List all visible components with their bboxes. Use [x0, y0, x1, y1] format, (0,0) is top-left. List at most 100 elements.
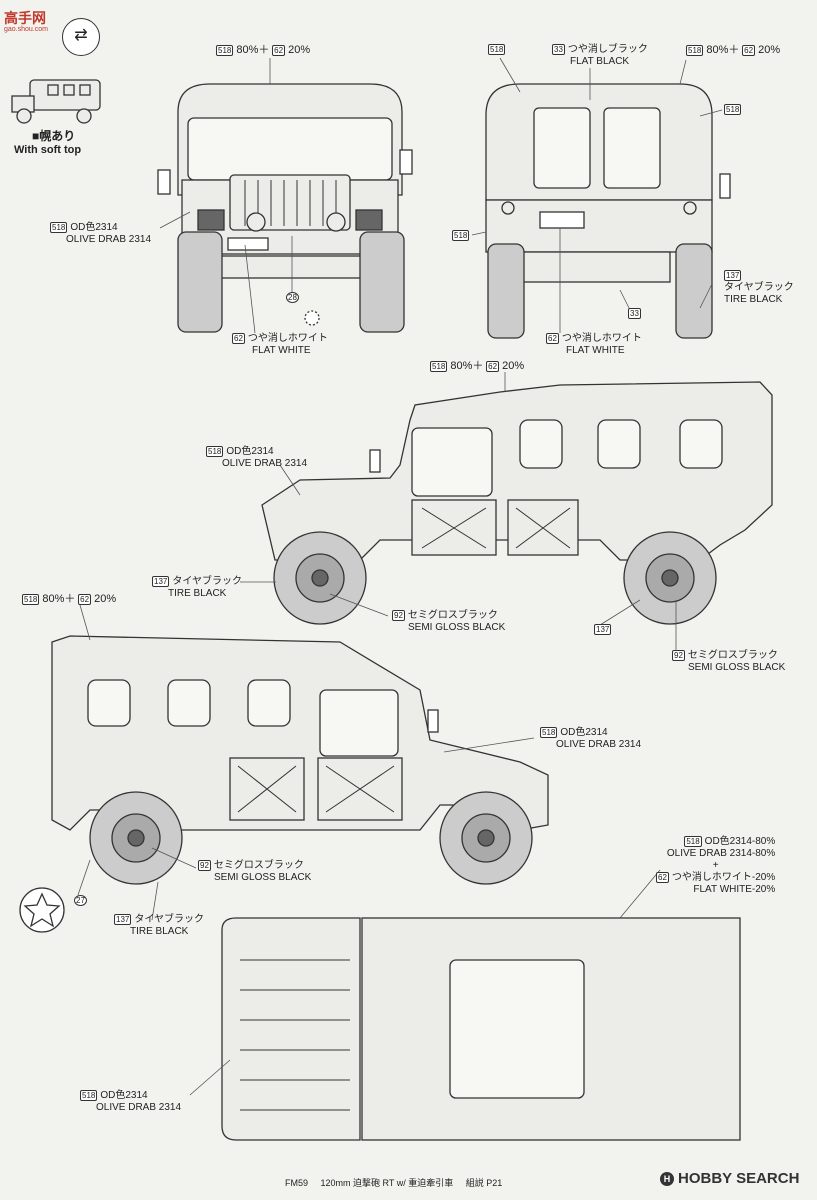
paint-number: 92 — [198, 860, 211, 871]
side1-137-label: 137 — [594, 624, 614, 636]
rear-518b-label: 518 — [724, 104, 744, 116]
mix-plus: + — [712, 860, 719, 872]
paint-name-jp: タイヤブラック — [724, 282, 794, 294]
paint-name-en: SEMI GLOSS BLACK — [688, 662, 786, 674]
paint-number: 518 — [430, 360, 448, 372]
paint-number: 518 — [452, 230, 470, 241]
paint-percent: 80%＋ — [706, 44, 740, 56]
paint-number: 518 — [22, 593, 40, 605]
paint-name-jp: OD色2314 — [70, 222, 118, 234]
footer-page: 組説 P21 — [465, 1178, 503, 1188]
inset-vehicle-drawing — [11, 79, 101, 124]
part-number: 28 — [286, 292, 299, 303]
site-watermark: 高手网 gao.shou.com — [4, 8, 48, 33]
paint-number: 518 — [80, 1090, 98, 1101]
paint-number: 62 — [742, 44, 756, 56]
paint-name-en: TIRE BLACK — [724, 294, 783, 306]
site-watermark-url: gao.shou.com — [4, 26, 48, 33]
paint-name-en: OLIVE DRAB 2314-80% — [666, 848, 776, 860]
page-footer: FM59 120mm 迫撃砲 RT w/ 重迫牽引車 組説 P21 — [285, 1176, 512, 1189]
paint-percent: 80%＋ — [42, 593, 76, 605]
paint-name-en: FLAT BLACK — [570, 56, 630, 68]
paint-name-jp: つや消しホワイト — [561, 333, 642, 345]
top-view-drawing — [221, 917, 741, 1141]
rear-33-label: 33 — [628, 308, 644, 320]
footer-code: FM59 — [285, 1178, 309, 1188]
paint-name-jp: つや消しホワイト-20% — [671, 872, 776, 884]
paint-number: 518 — [684, 836, 702, 847]
paint-name-jp: つや消しブラック — [567, 44, 648, 56]
paint-number: 518 — [206, 446, 224, 457]
paint-percent: 80%＋ — [450, 360, 484, 372]
side2-27-label: 27 — [74, 895, 90, 907]
paint-number: 33 — [552, 44, 565, 55]
paint-name-en: FLAT WHITE-20% — [693, 884, 776, 896]
paint-name-jp: OD色2314 — [560, 727, 608, 739]
paint-number: 518 — [50, 222, 68, 233]
paint-number: 137 — [724, 270, 742, 281]
paint-name-en: TIRE BLACK — [130, 926, 189, 938]
paint-percent: 20% — [94, 593, 117, 605]
paint-percent: 20% — [502, 360, 525, 372]
paint-name-en: SEMI GLOSS BLACK — [408, 622, 506, 634]
paint-number: 518 — [724, 104, 742, 115]
paint-number: 137 — [152, 576, 170, 587]
paint-name-jp: タイヤブラック — [134, 914, 205, 926]
paint-name-jp: OD色2314-80% — [704, 836, 776, 848]
paint-number: 518 — [540, 727, 558, 738]
brand-logo-icon: H — [660, 1172, 674, 1187]
paint-name-en: SEMI GLOSS BLACK — [214, 872, 312, 884]
paint-name-jp: OD色2314 — [100, 1090, 148, 1102]
front-view-drawing — [157, 83, 413, 333]
inset-subtitle: With soft top — [14, 144, 82, 156]
paint-name-en: OLIVE DRAB 2314 — [222, 458, 308, 470]
rear-518c-label: 518 — [452, 230, 472, 242]
paint-number: 62 — [656, 872, 669, 884]
paint-name-jp: タイヤブラック — [172, 576, 243, 588]
paint-name-en: OLIVE DRAB 2314 — [556, 739, 642, 751]
paint-number: 62 — [272, 44, 286, 56]
paint-number: 62 — [232, 333, 245, 344]
star-marks — [19, 310, 320, 933]
paint-name-jp: セミグロスブラック — [213, 860, 304, 872]
site-watermark-text: 高手网 — [4, 10, 46, 26]
brand-watermark: H HOBBY SEARCH — [660, 1170, 799, 1187]
rear-view-drawing — [485, 83, 731, 339]
front-28-label: 28 — [286, 292, 302, 304]
paint-number: 62 — [546, 333, 559, 344]
rear-tire-label: 137 タイヤブラック TIRE BLACK — [724, 270, 794, 306]
paint-number: 137 — [114, 914, 132, 925]
paint-number: 62 — [486, 360, 500, 372]
paint-number: 62 — [78, 593, 92, 605]
paint-name-jp: つや消しホワイト — [247, 333, 328, 345]
paint-number: 92 — [392, 610, 405, 621]
paint-percent: 20% — [758, 44, 781, 56]
swap-arrows-icon: ⇄ — [62, 18, 100, 56]
paint-percent: 20% — [288, 44, 311, 56]
paint-number: 92 — [672, 650, 685, 661]
rear-518a-label: 518 — [488, 44, 508, 56]
part-number: 27 — [74, 895, 87, 906]
brand-name: HOBBY SEARCH — [678, 1170, 800, 1187]
paint-number: 33 — [628, 308, 641, 319]
paint-number: 518 — [216, 44, 234, 56]
footer-title: 120mm 迫撃砲 RT w/ 重迫牽引車 — [320, 1178, 454, 1188]
paint-name-jp: OD色2314 — [226, 446, 274, 458]
paint-name-jp: セミグロスブラック — [687, 650, 778, 662]
paint-number: 518 — [488, 44, 506, 55]
paint-percent: 80%＋ — [236, 44, 270, 56]
